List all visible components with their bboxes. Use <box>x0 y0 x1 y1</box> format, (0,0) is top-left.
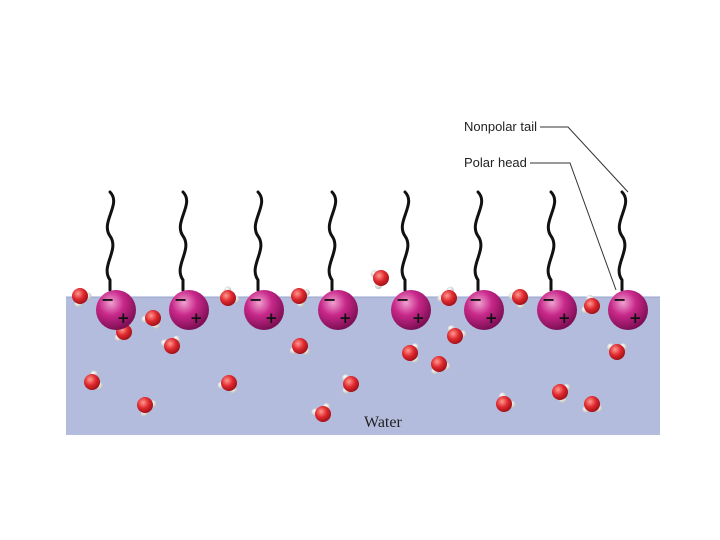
water-molecule <box>437 286 457 306</box>
water-molecule <box>402 343 419 364</box>
negative-charge-sign: − <box>613 290 626 309</box>
water-molecule <box>607 343 627 360</box>
surfactant-molecule: −+ <box>608 190 648 330</box>
water-molecule <box>496 392 516 412</box>
water-molecule <box>370 270 389 290</box>
positive-charge-sign: + <box>485 309 498 327</box>
water-molecule <box>311 403 331 422</box>
oxygen-atom <box>164 338 180 354</box>
positive-charge-sign: + <box>339 309 352 327</box>
oxygen-atom <box>584 298 600 314</box>
surfactant-molecule: −+ <box>169 190 209 330</box>
oxygen-atom <box>292 338 308 354</box>
negative-charge-sign: − <box>249 290 262 309</box>
oxygen-atom <box>447 328 463 344</box>
water-molecule <box>508 289 528 309</box>
negative-charge-sign: − <box>174 290 187 309</box>
oxygen-atom <box>584 396 600 412</box>
surfactant-molecule: −+ <box>244 190 284 330</box>
oxygen-atom <box>552 384 568 400</box>
polar-head <box>391 290 431 330</box>
water-molecule <box>289 338 310 355</box>
polar-head <box>464 290 504 330</box>
water-molecule <box>291 288 310 308</box>
positive-charge-sign: + <box>117 309 130 327</box>
nonpolar-tail <box>105 190 116 292</box>
nonpolar-tail <box>617 190 628 292</box>
oxygen-atom <box>145 310 161 326</box>
surfactant-molecules: −+−+−+−+−+−+−+−+ <box>96 190 648 330</box>
surfactant-molecule: −+ <box>464 190 504 330</box>
polar-head <box>244 290 284 330</box>
water-molecule <box>220 286 240 306</box>
negative-charge-sign: − <box>323 290 336 309</box>
nonpolar-tail <box>327 190 338 292</box>
polar-head <box>169 290 209 330</box>
water-molecule <box>84 370 103 390</box>
surfactant-molecule: −+ <box>318 190 358 330</box>
surfactant-molecule: −+ <box>537 190 577 330</box>
water-molecule <box>552 384 571 404</box>
water-molecule <box>342 374 359 395</box>
surfactant-molecule: −+ <box>96 190 136 330</box>
nonpolar-tail <box>400 190 411 292</box>
negative-charge-sign: − <box>101 290 114 309</box>
negative-charge-sign: − <box>542 290 555 309</box>
water-molecule <box>160 335 181 354</box>
oxygen-atom <box>402 345 418 361</box>
negative-charge-sign: − <box>469 290 482 309</box>
positive-charge-sign: + <box>412 309 425 327</box>
head-leader-line <box>530 162 617 291</box>
water-molecule <box>431 356 451 375</box>
positive-charge-sign: + <box>558 309 571 327</box>
oxygen-atom <box>431 356 447 372</box>
nonpolar-tail <box>546 190 557 292</box>
water-molecule <box>72 288 92 308</box>
water-molecule <box>447 325 467 344</box>
nonpolar-tail-label: Nonpolar tail <box>464 119 537 134</box>
nonpolar-tail <box>253 190 264 292</box>
oxygen-atom <box>512 289 528 305</box>
polar-head <box>608 290 648 330</box>
surfactant-molecule: −+ <box>391 190 431 330</box>
polar-head <box>537 290 577 330</box>
oxygen-atom <box>441 290 457 306</box>
water-label: Water <box>364 414 402 431</box>
tail-leader-line <box>540 126 629 193</box>
oxygen-atom <box>609 344 625 360</box>
polar-head-label: Polar head <box>464 155 527 170</box>
oxygen-atom <box>373 270 389 286</box>
polar-head <box>96 290 136 330</box>
water-molecule <box>581 294 600 314</box>
positive-charge-sign: + <box>265 309 278 327</box>
water-molecule <box>582 396 603 414</box>
water-molecule <box>141 310 161 329</box>
positive-charge-sign: + <box>629 309 642 327</box>
nonpolar-tail <box>473 190 484 292</box>
water-molecule <box>137 397 157 417</box>
oxygen-atom <box>220 290 236 306</box>
oxygen-atom <box>84 374 100 390</box>
positive-charge-sign: + <box>190 309 203 327</box>
oxygen-atom <box>72 288 88 304</box>
oxygen-atom <box>291 288 307 304</box>
oxygen-atom <box>221 375 237 391</box>
negative-charge-sign: − <box>396 290 409 309</box>
oxygen-atom <box>496 396 512 412</box>
water-molecule <box>217 375 237 394</box>
polar-head <box>318 290 358 330</box>
oxygen-atom <box>315 406 331 422</box>
nonpolar-tail <box>178 190 189 292</box>
oxygen-atom <box>343 376 359 392</box>
oxygen-atom <box>137 397 153 413</box>
